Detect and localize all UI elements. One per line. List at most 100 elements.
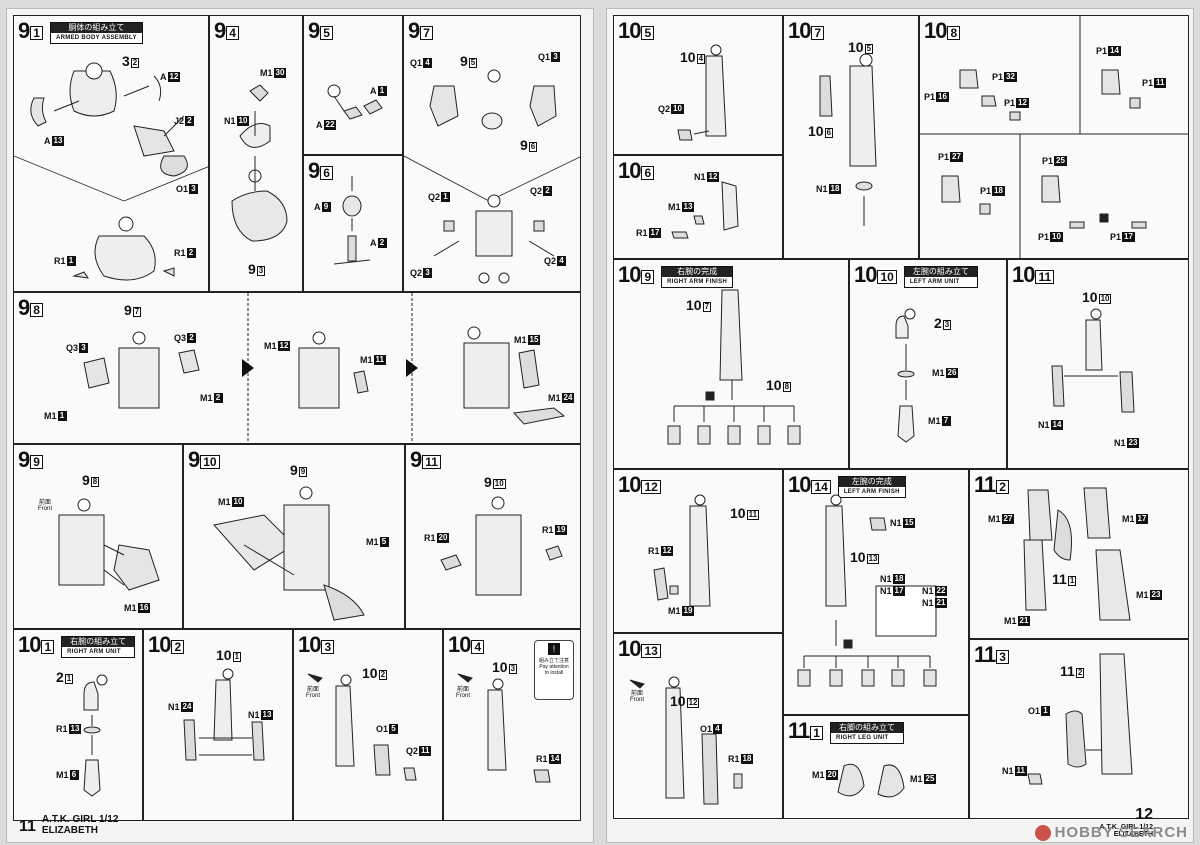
arrow-right-icon bbox=[242, 359, 254, 377]
assembly-illustration bbox=[457, 673, 551, 783]
assembly-illustration bbox=[83, 293, 566, 443]
assembly-illustration bbox=[440, 496, 563, 596]
assembly-illustration bbox=[307, 673, 417, 781]
assembly-illustration bbox=[629, 676, 743, 805]
assembly-illustration bbox=[1027, 653, 1133, 785]
assembly-illustration bbox=[1023, 487, 1131, 621]
right-footer: 12 A.T.K. GIRL 1/12 ELIZABETH bbox=[1099, 806, 1153, 838]
assembly-illustration bbox=[895, 308, 916, 443]
watermark: HOBBY SEARCH bbox=[1034, 824, 1188, 841]
install-note: ! 組み立て注意 Pay attention to install bbox=[534, 640, 574, 700]
assembly-illustration bbox=[83, 674, 108, 797]
hobby-search-logo-icon bbox=[1034, 824, 1051, 841]
arrow-right-icon bbox=[406, 359, 418, 377]
assembly-illustration bbox=[58, 498, 160, 591]
assembly-illustration bbox=[231, 84, 288, 242]
assembly-illustration bbox=[1051, 308, 1135, 413]
assembly-illustration bbox=[653, 494, 711, 607]
